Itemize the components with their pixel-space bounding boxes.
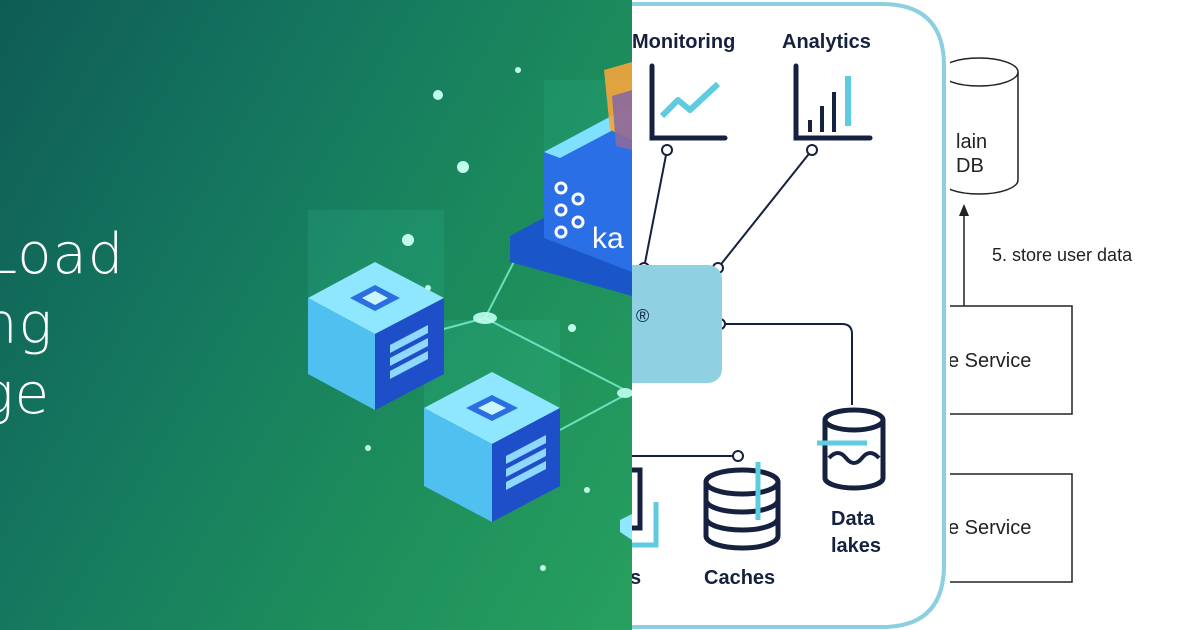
cache-database-icon (703, 462, 781, 551)
promo-banner: ka Load ng ge (0, 0, 632, 630)
data-lake-icon (817, 407, 886, 491)
flow-diagram: lain DB 5. store user data e Service e S… (950, 0, 1200, 630)
service-box-bottom (950, 473, 1073, 583)
data-lakes-label-line-1: Data (831, 508, 875, 530)
cube-fragment (620, 514, 632, 540)
connector-lines (632, 149, 853, 457)
architecture-canvas: ® Monitoring Analytics s (632, 2, 946, 629)
service-bottom-label: e Service (950, 517, 1031, 539)
flow-canvas: lain DB 5. store user data e Service e S… (950, 57, 1133, 583)
main-db-label-line-1: lain (956, 131, 987, 153)
hero-title-line-2: ng (0, 292, 54, 357)
server-cube-icon (308, 262, 444, 410)
architecture-diagram: ® Monitoring Analytics s (632, 0, 950, 630)
analytics-bar-icon (793, 63, 873, 141)
analytics-label: Analytics (782, 31, 871, 53)
isometric-illustration: ka (308, 62, 632, 571)
main-db-label-line-2: DB (956, 155, 984, 177)
kafka-logo-icon (554, 181, 585, 239)
monitoring-chart-icon (649, 63, 728, 141)
hero-title-line-3: ge (0, 362, 51, 427)
data-lakes-label-line-2: lakes (831, 535, 881, 557)
caches-label: Caches (704, 567, 775, 589)
server-cube-icon (424, 372, 560, 522)
monitoring-label: Monitoring (632, 31, 735, 53)
service-top-label: e Service (950, 350, 1031, 372)
service-box-top (950, 305, 1073, 415)
main-db-cylinder-icon (950, 57, 1019, 195)
partial-node-icon (632, 467, 659, 548)
registered-mark: ® (636, 306, 649, 326)
hero-title-line-1: Load (0, 222, 125, 287)
kafka-platform-icon: ka (510, 62, 632, 296)
hub-node (632, 265, 722, 383)
kafka-logo-text: ka (592, 222, 624, 255)
diagram-frame (632, 2, 946, 629)
arrow-head-icon (959, 204, 969, 216)
partial-node-label: s (632, 567, 641, 589)
edge-label: 5. store user data (992, 245, 1133, 265)
glow-dots (365, 67, 632, 571)
